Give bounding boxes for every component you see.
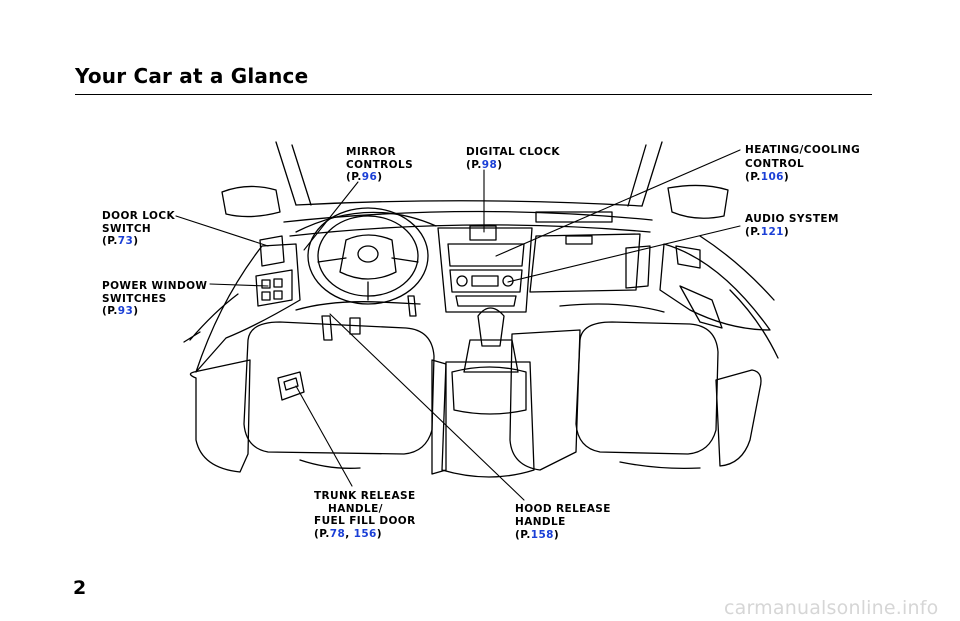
passenger-seat-cushion [715, 369, 762, 467]
page-link-96[interactable]: 96 [361, 171, 378, 183]
passenger-seat-back [575, 321, 719, 455]
ref-suffix: ) [497, 158, 503, 171]
callout-line: HEATING/COOLING [745, 144, 861, 156]
page-reference: (P.96) [346, 171, 413, 184]
window-switch-panel [255, 269, 293, 307]
callout-line: HANDLE/ [328, 502, 383, 515]
right-mirror [667, 184, 729, 219]
gear-shifter [477, 307, 505, 347]
instrument-hood [295, 211, 437, 233]
ref-prefix: (P. [466, 158, 482, 171]
pedals [321, 295, 417, 341]
leader-heating [495, 149, 741, 257]
callout-door-lock: DOOR LOCK SWITCH (P.73) [102, 210, 175, 248]
ref-prefix: (P. [346, 171, 362, 183]
callout-line: HANDLE [515, 516, 566, 528]
ref-suffix: ) [783, 171, 790, 183]
left-a-pillar [275, 141, 312, 206]
left-door-panel [195, 243, 301, 373]
page-link-158[interactable]: 158 [530, 529, 554, 541]
page-number: 2 [73, 577, 87, 599]
right-vent [625, 245, 651, 289]
leader-hood [329, 313, 525, 501]
ref-suffix: ) [133, 305, 139, 317]
steering-hub [339, 234, 397, 280]
callout-line: AUDIO SYSTEM [745, 213, 839, 225]
leader-mirror [303, 181, 359, 251]
callout-power-window: POWER WINDOW SWITCHES (P.93) [102, 280, 207, 318]
leader-lines [175, 149, 741, 501]
page-reference: (P.78, 156) [314, 528, 416, 541]
callout-audio-system: AUDIO SYSTEM (P.121) [745, 213, 839, 238]
page-reference: (P.73) [102, 235, 175, 248]
page-link-73[interactable]: 73 [117, 235, 134, 247]
ref-suffix: ) [553, 529, 560, 541]
ref-prefix: (P. [102, 235, 118, 247]
callout-digital-clock: DIGITAL CLOCK (P.98) [466, 146, 560, 171]
clock-housing [469, 225, 497, 241]
leader-window [209, 283, 269, 287]
callout-line: POWER WINDOW [102, 280, 208, 292]
ref-suffix: ) [133, 235, 139, 247]
ref-separator: , [345, 527, 354, 540]
page-link-106[interactable]: 106 [760, 171, 784, 183]
leader-trunk [295, 385, 353, 487]
trunk-release-lever [277, 371, 305, 401]
callout-mirror-controls: MIRROR CONTROLS (P.96) [346, 146, 413, 184]
callout-line: TRUNK RELEASE [314, 490, 416, 502]
door-lock-switch-housing [259, 235, 285, 267]
callout-hood-release: HOOD RELEASE HANDLE (P.158) [515, 503, 611, 542]
callout-line: DOOR LOCK [102, 210, 175, 222]
callout-line: HOOD RELEASE [515, 503, 611, 515]
leader-door-lock [175, 215, 269, 247]
page-reference: (P.158) [515, 529, 611, 542]
ref-prefix: (P. [314, 527, 330, 540]
passenger-seat-side [509, 329, 581, 471]
callout-line: FUEL FILL DOOR [314, 515, 416, 527]
windshield-top [295, 200, 643, 207]
page-link-93[interactable]: 93 [117, 305, 134, 317]
hvac-panel [447, 243, 525, 267]
right-door-panel [659, 243, 771, 331]
callout-trunk-release: TRUNK RELEASE HANDLE/ FUEL FILL DOOR (P.… [314, 490, 416, 540]
steering-wheel [307, 207, 429, 305]
page-link-98[interactable]: 98 [481, 158, 498, 171]
callout-line: CONTROLS [346, 158, 414, 171]
audio-panel [449, 269, 523, 293]
title-divider [75, 94, 872, 95]
page-reference: (P.98) [466, 159, 560, 172]
callout-line: SWITCH [102, 222, 152, 235]
right-a-pillar [627, 141, 663, 207]
ref-prefix: (P. [745, 225, 761, 238]
page-reference: (P.106) [745, 171, 860, 185]
callout-line: SWITCHES [102, 292, 167, 305]
page-reference: (P.121) [745, 226, 839, 239]
page-link-78[interactable]: 78 [329, 527, 346, 540]
ref-prefix: (P. [102, 305, 118, 317]
page-title: Your Car at a Glance [75, 64, 309, 88]
leader-audio [507, 225, 741, 283]
callout-heating-cooling: HEATING/COOLING CONTROL (P.106) [745, 144, 860, 185]
callout-line: CONTROL [745, 157, 805, 170]
dash-vent-top [535, 211, 613, 223]
page-link-156[interactable]: 156 [353, 527, 377, 540]
watermark: carmanualsonline.info [724, 597, 939, 619]
ref-suffix: ) [377, 171, 383, 183]
center-console [441, 361, 535, 478]
callout-line: DIGITAL CLOCK [466, 146, 560, 158]
glove-box [529, 233, 641, 293]
center-stack [437, 227, 533, 313]
ref-suffix: ) [376, 527, 382, 540]
ref-prefix: (P. [515, 529, 531, 541]
ref-prefix: (P. [745, 171, 761, 183]
page-link-121[interactable]: 121 [760, 225, 784, 238]
page-reference: (P.93) [102, 305, 207, 318]
left-mirror [221, 185, 281, 218]
ref-suffix: ) [783, 225, 790, 238]
driver-seat-back [243, 321, 435, 455]
driver-seat-cushion [189, 359, 251, 473]
callout-line: MIRROR [346, 146, 396, 158]
